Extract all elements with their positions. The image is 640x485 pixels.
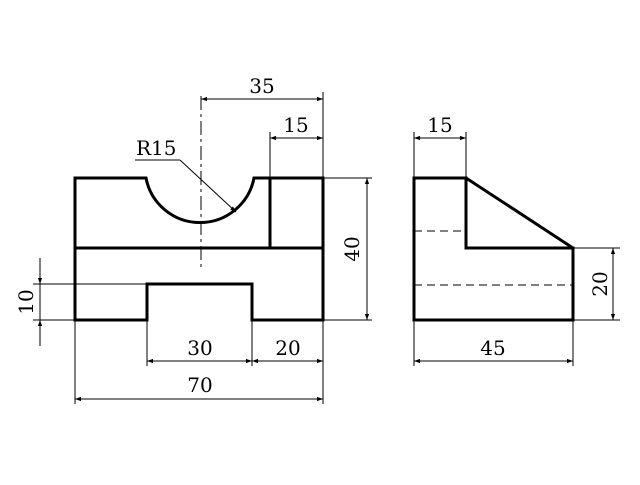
dim-20-side-label: 20 bbox=[588, 271, 612, 296]
dim-15-front-label: 15 bbox=[283, 113, 308, 137]
dim-20-bottom-label: 20 bbox=[275, 336, 300, 360]
r15-label: R15 bbox=[136, 136, 177, 160]
dim-10-label: 10 bbox=[14, 289, 38, 314]
r15-leader bbox=[179, 159, 237, 213]
side-view bbox=[412, 176, 575, 322]
dim-35-label: 35 bbox=[249, 74, 274, 98]
dim-70-label: 70 bbox=[187, 373, 212, 397]
front-dimensions: 35 15 R15 40 10 30 20 70 bbox=[14, 74, 372, 404]
dim-40-label: 40 bbox=[340, 236, 364, 261]
side-dimensions: 15 20 45 bbox=[413, 113, 620, 366]
dim-15-side-label: 15 bbox=[427, 113, 452, 137]
side-outline bbox=[412, 176, 575, 322]
dim-45-label: 45 bbox=[480, 336, 505, 360]
side-inner-step bbox=[464, 176, 575, 250]
dim-30-label: 30 bbox=[187, 336, 212, 360]
